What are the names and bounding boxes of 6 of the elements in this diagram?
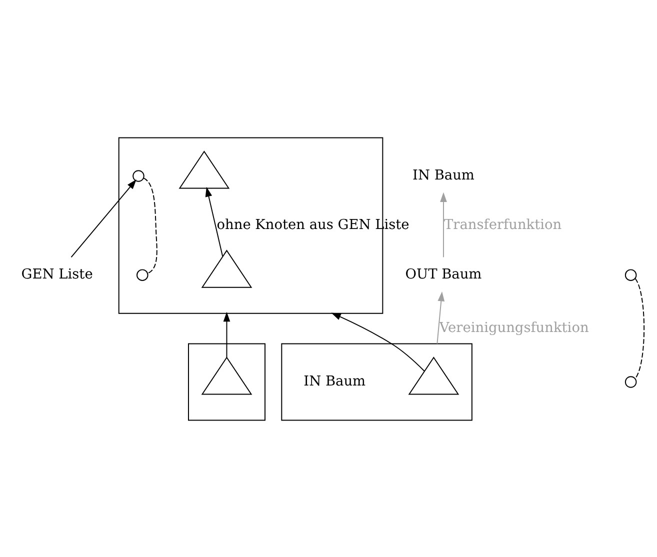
- edge-label: Transferfunktion: [444, 216, 562, 233]
- edge-label: Vereinigungsfunktion: [439, 320, 589, 336]
- node-text: GEN Liste: [21, 266, 93, 282]
- node-text: OUT Baum: [405, 266, 482, 282]
- node-text: IN Baum: [412, 167, 474, 184]
- node-label: IN Baum: [304, 373, 366, 390]
